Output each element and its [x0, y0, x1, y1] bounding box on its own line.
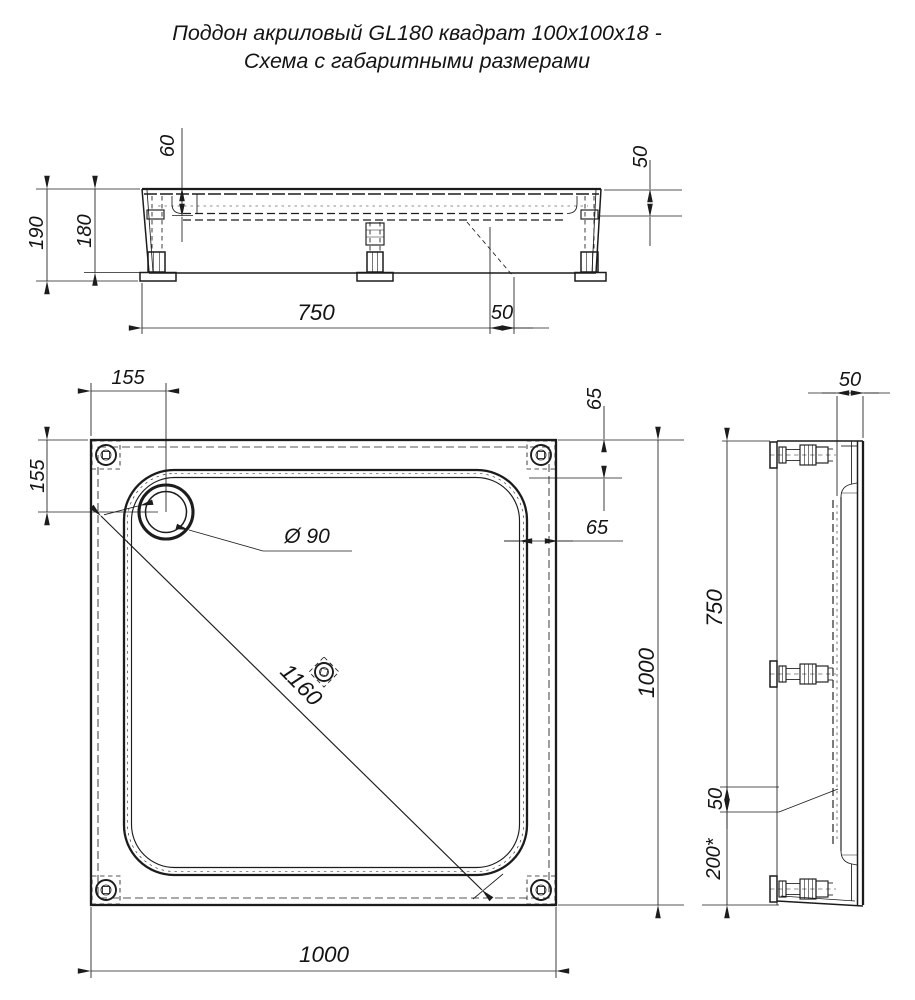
dim-label-50-side-top: 50	[839, 369, 861, 391]
dim-plan-width: 1000	[77, 907, 570, 978]
plan-view: 1160 Ø 90 155 155 65	[27, 367, 684, 978]
dim-label-1160: 1160	[275, 659, 327, 711]
side-view: 50 750 50 200*	[702, 369, 890, 919]
front-leg-right	[574, 196, 607, 282]
foot-marker-top-left	[91, 440, 121, 470]
dim-side-leg-span: 750	[702, 427, 779, 801]
dim-side-rim-inset: 50	[808, 369, 890, 496]
dim-label-1000-width: 1000	[299, 942, 350, 967]
tray-hidden-lower-edge	[97, 446, 550, 899]
foot-marker-top-right	[526, 440, 556, 470]
dim-plan-right-inset: 65	[504, 517, 623, 544]
tray-side-body	[776, 440, 865, 907]
dim-side-floor-gap: 50	[705, 787, 839, 829]
front-elevation-view: 60 50 190 180 750	[26, 128, 682, 334]
dim-label-65-right: 65	[586, 517, 609, 539]
side-leg-top	[769, 441, 837, 469]
dim-front-drain-offset: 50	[490, 277, 549, 334]
side-leg-middle	[769, 660, 837, 688]
dim-front-basin-depth: 60	[157, 128, 193, 242]
dim-plan-depth: 1000	[558, 426, 684, 919]
dim-label-190: 190	[26, 216, 48, 249]
title-line-2: Схема с габаритными размерами	[244, 49, 590, 73]
dim-plan-top-inset: 65	[529, 387, 684, 511]
dim-label-50-rim: 50	[630, 146, 652, 168]
foot-marker-bottom-right	[526, 875, 556, 905]
foot-marker-bottom-left	[91, 875, 121, 905]
dim-label-65-top: 65	[584, 387, 606, 410]
dim-label-50-side-mid: 50	[705, 788, 727, 810]
dim-front-total-height: 190	[26, 175, 140, 295]
tray-outer-edge	[89, 438, 558, 907]
title-line-1: Поддон акриловый GL180 квадрат 100x100x1…	[172, 21, 662, 45]
dim-label-200: 200*	[703, 837, 725, 880]
dim-label-750-side: 750	[702, 589, 727, 627]
dim-label-750-front: 750	[297, 300, 335, 325]
dim-label-180: 180	[74, 214, 96, 247]
dim-plan-diagonal: 1160	[89, 504, 504, 902]
dim-label-155-x: 155	[111, 367, 145, 389]
dim-label-60: 60	[157, 135, 179, 157]
dim-label-155-y: 155	[27, 458, 49, 492]
front-leg-center	[356, 222, 394, 282]
tray-plan-body	[89, 438, 558, 907]
dim-plan-drain-x: 155	[77, 367, 180, 512]
dim-label-50-front: 50	[491, 302, 513, 324]
dim-front-foot-span: 750	[128, 227, 504, 334]
dim-drain-diameter: Ø 90	[103, 499, 352, 552]
dim-label-1000-depth: 1000	[634, 647, 659, 698]
dim-label-drain-diameter: Ø 90	[283, 525, 330, 548]
title-block: Поддон акриловый GL180 квадрат 100x100x1…	[172, 21, 662, 73]
tray-front-body	[141, 187, 602, 277]
dim-side-lower-zone: 200*	[702, 798, 779, 919]
dim-front-rim-drop: 50	[600, 146, 682, 246]
dim-plan-drain-y: 155	[27, 426, 158, 526]
dim-front-body-height: 180	[74, 175, 147, 286]
front-leg-left	[139, 196, 177, 282]
side-leg-bottom	[769, 875, 837, 903]
